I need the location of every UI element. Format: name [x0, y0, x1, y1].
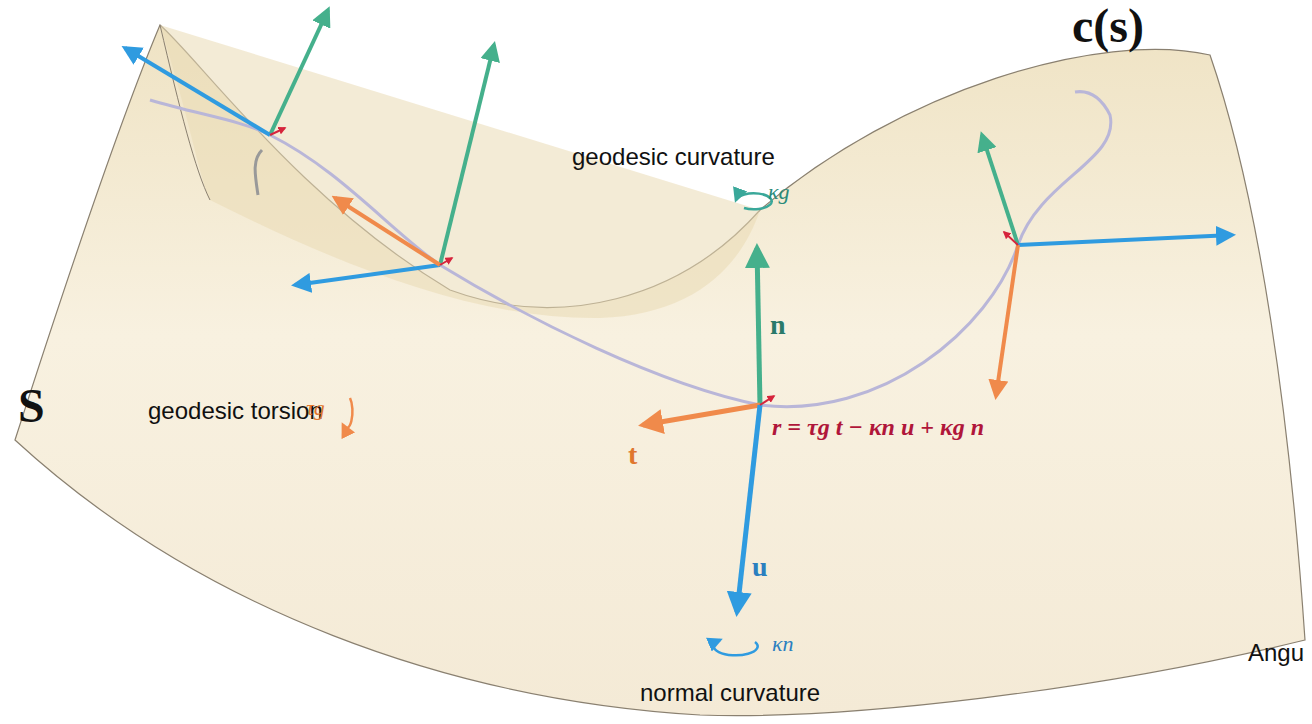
vector-label: t	[628, 440, 637, 471]
formula: r = τg t − κn u + κg n	[772, 414, 984, 440]
curve-name: c(s)	[1072, 0, 1144, 53]
symbol-label: τg	[306, 396, 325, 420]
vector-label: u	[752, 552, 768, 583]
surface-name: S	[18, 380, 45, 433]
frame-4	[982, 135, 1232, 396]
curve-c	[150, 92, 1111, 407]
annotation: geodesic torsion	[148, 398, 323, 424]
symbol-label: κn	[772, 632, 794, 656]
annotation: Angu	[1248, 640, 1304, 666]
annotation: geodesic curvature	[572, 144, 775, 170]
saddle-surface	[15, 25, 1305, 716]
frame-2	[295, 45, 494, 285]
annotation: normal curvature	[640, 680, 820, 706]
symbol-label: κg	[768, 180, 790, 204]
rotation-arrows	[343, 193, 772, 655]
frame-main	[643, 248, 774, 612]
vector-label: n	[770, 310, 786, 341]
frame-1	[125, 10, 328, 195]
